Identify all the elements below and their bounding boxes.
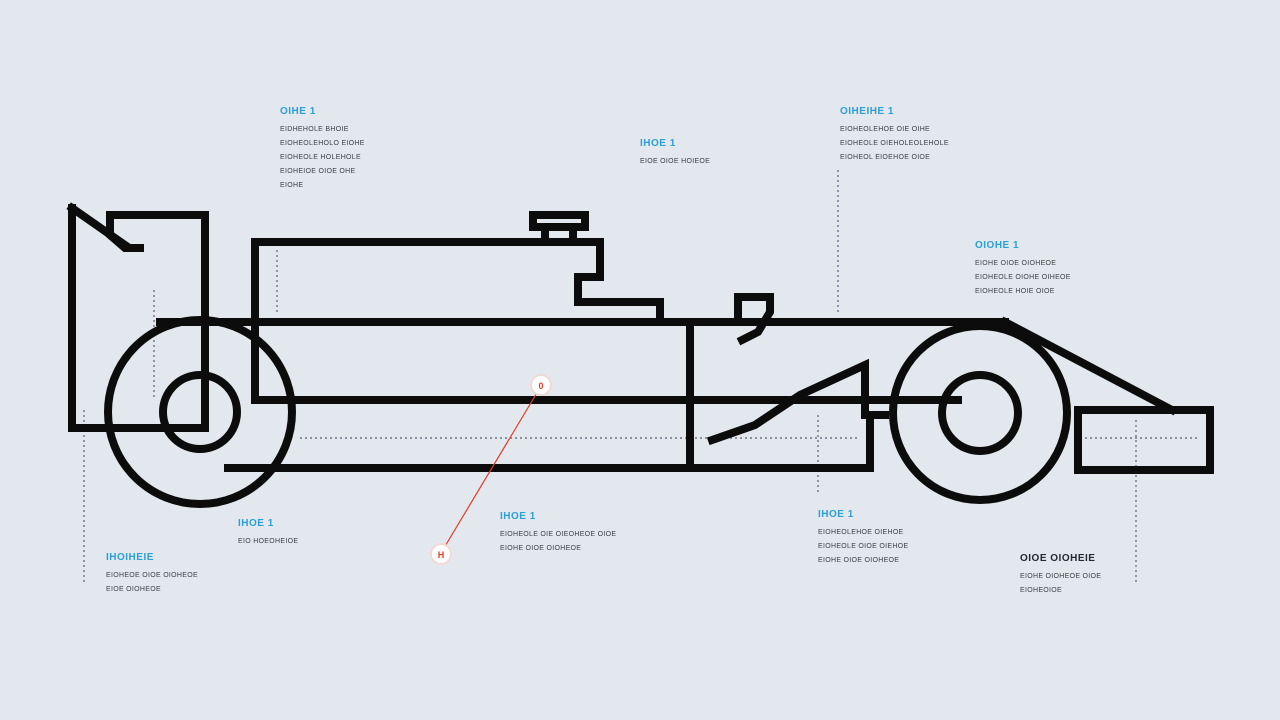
callout-line: EIOHE bbox=[280, 182, 304, 189]
leader-lines bbox=[83, 170, 1200, 585]
callout-line: EIOHE OIOE OIOHEOE bbox=[500, 545, 582, 552]
rear-wing bbox=[66, 202, 209, 432]
marker-bottom-label: H bbox=[438, 550, 445, 560]
callout-line: EIOHEOE OIOE OIOHEOE bbox=[106, 572, 198, 579]
callout-cockpit: OIHEIHE 1 EIOHEOLEHOE OIE OIHE EIOHEOLE … bbox=[840, 106, 1050, 165]
callout-title: IHOE 1 bbox=[640, 138, 676, 149]
callout-floor: IHOE 1 EIOHEOLE OIE OIEOHEOE OIOE EIOHE … bbox=[500, 511, 710, 556]
callout-line: EIOHEOLEHOE OIEHOE bbox=[818, 529, 904, 536]
callout-title: OIOHE 1 bbox=[975, 240, 1020, 251]
front-wheel bbox=[889, 322, 1071, 504]
rear-hub bbox=[159, 371, 241, 453]
callout-line: EIOE OIOHEOE bbox=[106, 586, 161, 593]
callout-title: IHOE 1 bbox=[818, 509, 854, 520]
callout-front-wing: OIOE OIOHEIE EIOHE OIOHEOE OIOE EIOHEOIO… bbox=[1020, 553, 1230, 598]
callout-title: IHOIHEIE bbox=[106, 552, 154, 563]
car-outline bbox=[66, 202, 1214, 508]
marker-top[interactable]: 0 bbox=[530, 374, 552, 396]
callout-line: EIOHEOLE OIOE OIEHOE bbox=[818, 543, 909, 550]
callout-line: EIOHEOIOE bbox=[1020, 587, 1062, 594]
callout-line: EIOHEOLE HOLEHOLE bbox=[280, 154, 361, 161]
steering-wheel bbox=[734, 293, 774, 346]
callout-title: IHOE 1 bbox=[238, 518, 274, 529]
callout-line: EIO HOEOHEIOE bbox=[238, 538, 299, 545]
callout-line: EIOHEOLEHOLO EIOHE bbox=[280, 140, 365, 147]
callout-line: EIOHEOL EIOEHOE OIOE bbox=[840, 154, 931, 161]
callout-rear-crash: IHOIHEIE EIOHEOE OIOE OIOHEOE EIOE OIOHE… bbox=[106, 552, 316, 597]
callout-line: EIOE OIOE HOIEOE bbox=[640, 158, 711, 165]
callout-rear-wheel: IHOE 1 EIO HOEOHEIOE bbox=[238, 518, 448, 549]
marker-connector bbox=[440, 385, 542, 554]
engine-cover bbox=[251, 238, 664, 404]
callout-line: EIOHE OIOHEOE OIOE bbox=[1020, 573, 1102, 580]
callout-title: IHOE 1 bbox=[500, 511, 536, 522]
callout-line: EIOHEIOE OIOE OHE bbox=[280, 168, 356, 175]
callout-title: OIHE 1 bbox=[280, 106, 316, 117]
callout-title: OIOE OIOHEIE bbox=[1020, 553, 1096, 564]
callout-nose: OIOHE 1 EIOHE OIOE OIOHEOE EIOHEOLE OIOH… bbox=[975, 240, 1185, 299]
callout-line: EIDHEHOLE BHOIE bbox=[280, 126, 349, 133]
rear-wheel bbox=[104, 316, 296, 508]
marker-top-label: 0 bbox=[538, 381, 543, 391]
callout-airbox: IHOE 1 EIOE OIOE HOIEOE bbox=[640, 138, 850, 169]
callout-line: EIOHE OIOE OIOHEOE bbox=[975, 260, 1057, 267]
callout-line: EIOHEOLE OIEHOLEOLEHOLE bbox=[840, 140, 949, 147]
roll-hoop bbox=[529, 211, 589, 231]
callout-line: EIOHEOLE HOIE OIOE bbox=[975, 288, 1055, 295]
marker-bottom[interactable]: H bbox=[430, 543, 452, 565]
front-wing bbox=[1074, 406, 1214, 474]
callout-title: OIHEIHE 1 bbox=[840, 106, 894, 117]
nose-cone bbox=[999, 316, 1178, 416]
front-floor bbox=[686, 411, 874, 472]
callout-line: EIOHEOLE OIE OIEOHEOE OIOE bbox=[500, 531, 617, 538]
callout-rear-wing: OIHE 1 EIDHEHOLE BHOIE EIOHEOLEHOLO EIOH… bbox=[280, 106, 490, 193]
front-hub bbox=[938, 371, 1022, 455]
callout-line: EIOHEOLE OIOHE OIHEOE bbox=[975, 274, 1071, 281]
callout-line: EIOHEOLEHOE OIE OIHE bbox=[840, 126, 931, 133]
callout-suspension: IHOE 1 EIOHEOLEHOE OIEHOE EIOHEOLE OIOE … bbox=[818, 509, 1028, 568]
callout-line: EIOHE OIOE OIOHEOE bbox=[818, 557, 900, 564]
